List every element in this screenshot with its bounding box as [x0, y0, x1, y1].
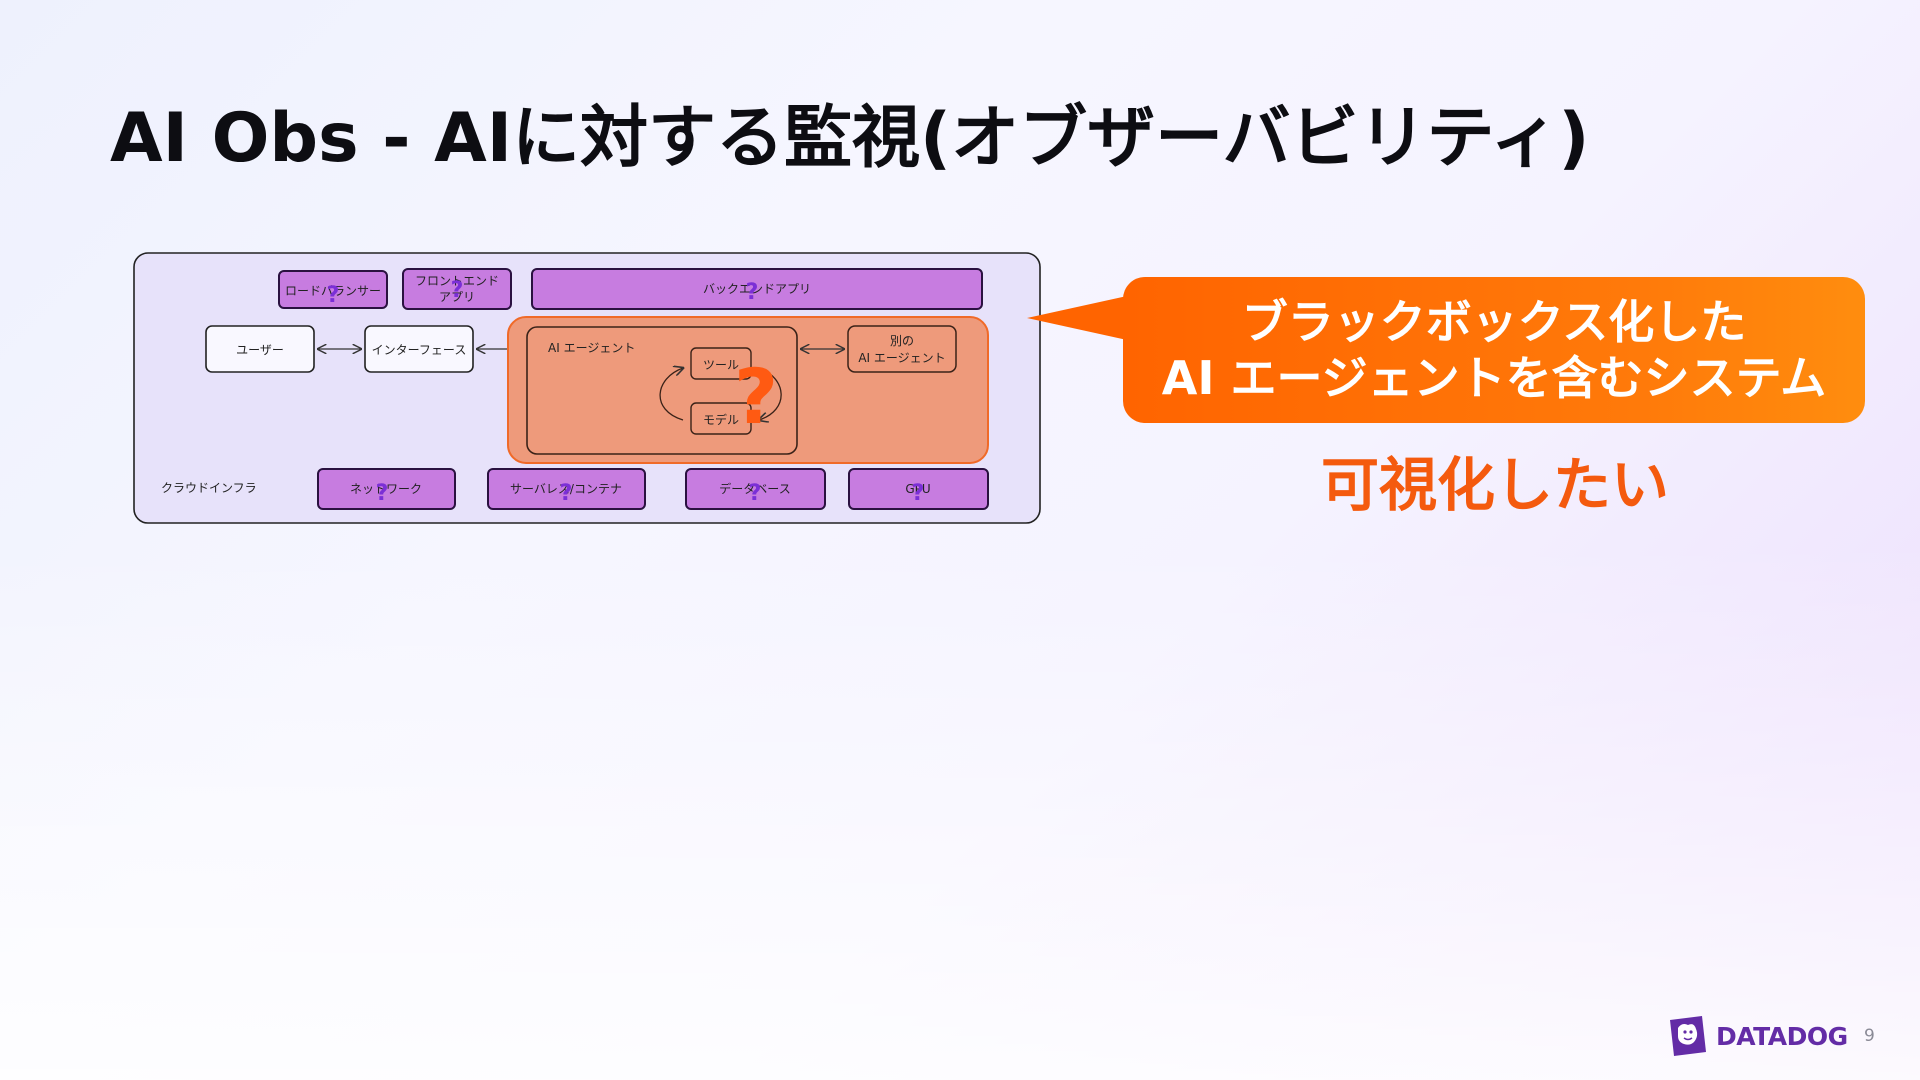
- tool-label: ツール: [703, 358, 739, 372]
- frontend-label-line2: アプリ: [439, 290, 475, 304]
- interface-box: [364, 325, 474, 373]
- background-fade: [0, 540, 1920, 1080]
- callout-pointer: [1027, 296, 1127, 340]
- backend-app-box: [531, 268, 983, 310]
- visualize-caption: 可視化したい: [1320, 451, 1669, 519]
- agent-loop-right: [759, 367, 782, 420]
- backend-app-label: バックエンドアプリ: [703, 282, 811, 296]
- blackbox-callout: ブラックボックス化した AI エージェントを含むシステム: [1123, 277, 1865, 423]
- network-box: [317, 468, 456, 510]
- dog-icon: [1670, 1016, 1706, 1056]
- load-balancer-label: ロードバランサー: [285, 284, 381, 298]
- database-box: [685, 468, 826, 510]
- tool-box: [690, 347, 752, 380]
- gpu-unknown: ?: [912, 481, 925, 506]
- agent-loop-left: [659, 368, 683, 421]
- ai-agent-box: [526, 326, 798, 455]
- other-agent-label-line1: 別の: [890, 334, 914, 348]
- network-label: ネットワーク: [350, 482, 422, 496]
- frontend-unknown: ?: [451, 278, 464, 303]
- gpu-box: [848, 468, 989, 510]
- serverless-label: サーバレス/コンテナ: [510, 482, 622, 496]
- network-unknown: ?: [376, 481, 389, 506]
- cloud-infra-label: クラウドインフラ: [161, 481, 257, 495]
- serverless-unknown: ?: [560, 481, 573, 506]
- database-unknown: ?: [749, 481, 762, 506]
- other-agent-label-line2: AI エージェント: [858, 351, 945, 365]
- architecture-diagram: ロードバランサー ? フロントエンド アプリ ? バックエンドアプリ ? ユーザ…: [133, 252, 1041, 524]
- gpu-label: GPU: [905, 482, 930, 496]
- load-balancer-box: [278, 270, 388, 309]
- interface-label: インターフェース: [372, 343, 467, 357]
- backend-app-unknown: ?: [746, 280, 759, 305]
- frontend-box: [402, 268, 512, 310]
- ai-agent-label: AI エージェント: [548, 341, 635, 355]
- page-number: 9: [1864, 1026, 1875, 1046]
- user-box: [205, 325, 315, 373]
- frontend-label-line1: フロントエンド: [415, 274, 499, 288]
- datadog-wordmark: DATADOG: [1716, 1021, 1848, 1051]
- user-label: ユーザー: [236, 343, 284, 357]
- model-box: [690, 402, 752, 435]
- callout-line-2: AI エージェントを含むシステム: [1161, 351, 1827, 405]
- serverless-box: [487, 468, 646, 510]
- callout-line-1: ブラックボックス化した: [1241, 295, 1747, 349]
- other-agent-box: [847, 325, 957, 373]
- datadog-logo: DATADOG: [1666, 1014, 1848, 1058]
- slide-title: AI Obs - AIに対する監視(オブザーバビリティ): [110, 99, 1590, 178]
- blackbox-region: [507, 316, 989, 464]
- database-label: データベース: [719, 481, 790, 496]
- blackbox-question-mark: ?: [734, 352, 778, 441]
- load-balancer-unknown: ?: [327, 283, 340, 308]
- model-label: モデル: [703, 412, 739, 427]
